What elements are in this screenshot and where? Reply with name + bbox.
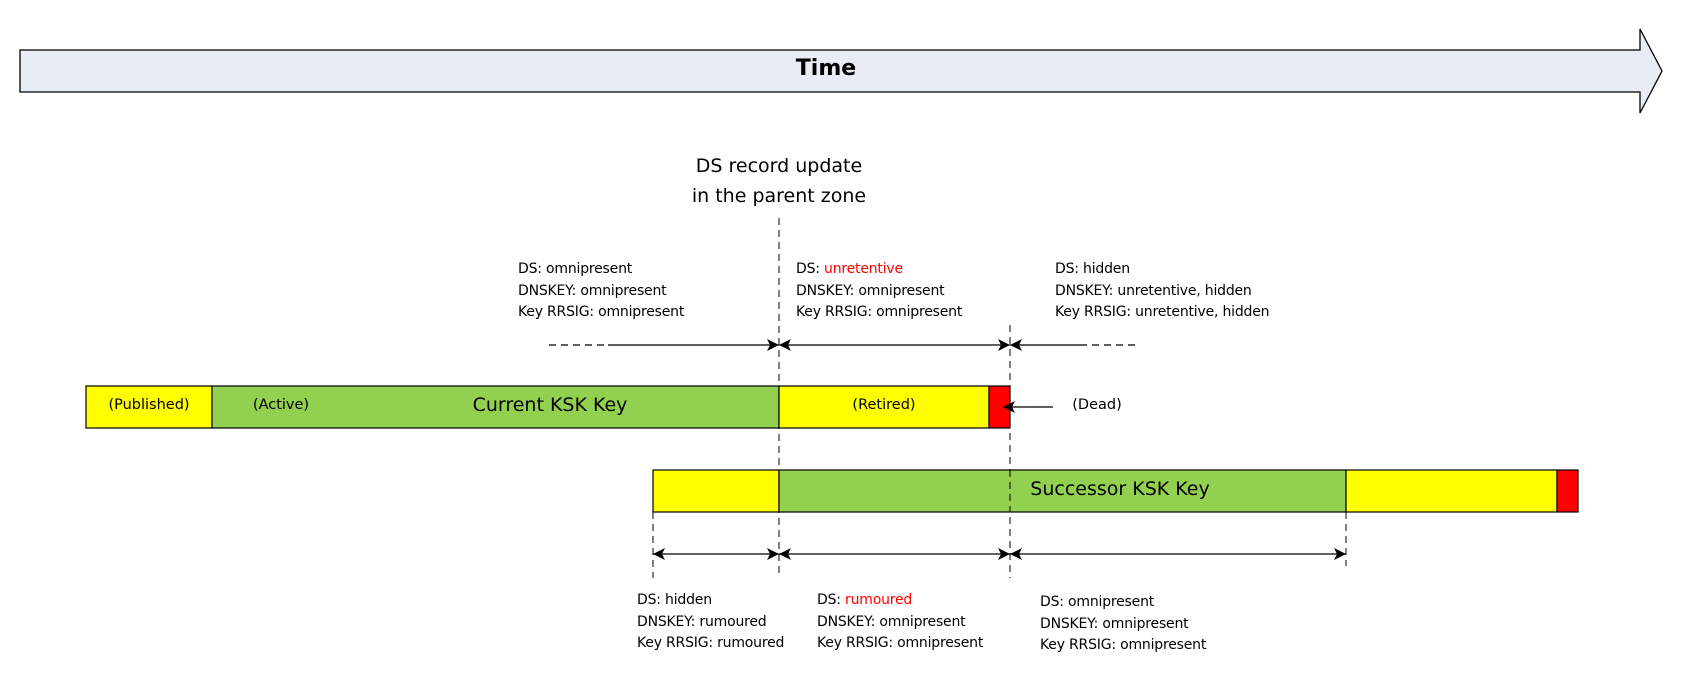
ds-value: omnipresent xyxy=(546,261,633,277)
ds-update-label: DS record update in the parent zone xyxy=(649,151,909,211)
successor-state-block-2: DS: rumoured DNSKEY: omnipresent Key RRS… xyxy=(817,590,983,655)
dnskey-state: DNSKEY: omnipresent xyxy=(518,282,667,299)
successor-active-segment xyxy=(778,469,1347,513)
rrsig-state: Key RRSIG: omnipresent xyxy=(518,304,685,320)
ds-label: DS: xyxy=(518,261,547,277)
successor-key-name: Successor KSK Key xyxy=(1030,478,1210,500)
ds-state: DS: hidden xyxy=(1055,259,1269,281)
ds-state: DS: hidden xyxy=(637,590,784,612)
rrsig-state: Key RRSIG: omnipresent xyxy=(796,304,963,320)
ds-state: DS: unretentive xyxy=(796,259,962,281)
time-label: Time xyxy=(795,56,857,81)
rrsig-state: Key RRSIG: unretentive, hidden xyxy=(1055,304,1270,320)
ds-label: DS: xyxy=(1055,261,1084,277)
successor-retired-segment xyxy=(1345,469,1558,513)
ds-label: DS: xyxy=(637,592,666,608)
time-arrow xyxy=(19,28,1663,114)
successor-state-block-1: DS: hidden DNSKEY: rumoured Key RRSIG: r… xyxy=(637,590,784,655)
current-state-block-2: DS: unretentive DNSKEY: omnipresent Key … xyxy=(796,259,962,324)
successor-published-segment xyxy=(652,469,780,513)
rrsig-state: Key RRSIG: rumoured xyxy=(637,635,785,651)
ds-value: hidden xyxy=(1083,261,1130,277)
current-published-segment xyxy=(85,385,213,429)
current-state-block-1: DS: omnipresent DNSKEY: omnipresent Key … xyxy=(518,259,684,324)
dnskey-state: DNSKEY: omnipresent xyxy=(796,282,945,299)
ds-value: omnipresent xyxy=(1068,594,1155,610)
dnskey-state: DNSKEY: omnipresent xyxy=(817,613,966,630)
rrsig-state: Key RRSIG: omnipresent xyxy=(817,635,984,651)
ds-state: DS: omnipresent xyxy=(1040,592,1206,614)
successor-state-block-3: DS: omnipresent DNSKEY: omnipresent Key … xyxy=(1040,592,1206,657)
current-state-block-3: DS: hidden DNSKEY: unretentive, hidden K… xyxy=(1055,259,1270,324)
ds-update-label-line2: in the parent zone xyxy=(691,185,867,207)
ds-label: DS: xyxy=(817,592,846,608)
ds-state: DS: rumoured xyxy=(817,590,983,612)
current-key-name: Current KSK Key xyxy=(472,394,628,416)
active-label: (Active) xyxy=(252,397,310,413)
successor-dead-segment xyxy=(1556,469,1579,513)
rrsig-state: Key RRSIG: omnipresent xyxy=(1040,637,1207,653)
dnskey-state: DNSKEY: omnipresent xyxy=(1040,615,1189,632)
ds-update-label-line1: DS record update xyxy=(695,155,863,177)
ds-state: DS: omnipresent xyxy=(518,259,684,281)
ds-label: DS: xyxy=(796,261,825,277)
ds-value: hidden xyxy=(665,592,712,608)
dnskey-state: DNSKEY: unretentive, hidden xyxy=(1055,282,1252,299)
dnskey-state: DNSKEY: rumoured xyxy=(637,613,767,630)
ds-value-highlight: rumoured xyxy=(845,592,913,608)
ds-label: DS: xyxy=(1040,594,1069,610)
published-label: (Published) xyxy=(108,397,190,413)
retired-label: (Retired) xyxy=(852,397,916,413)
dead-label: (Dead) xyxy=(1072,397,1122,413)
ds-value-highlight: unretentive xyxy=(824,261,903,277)
